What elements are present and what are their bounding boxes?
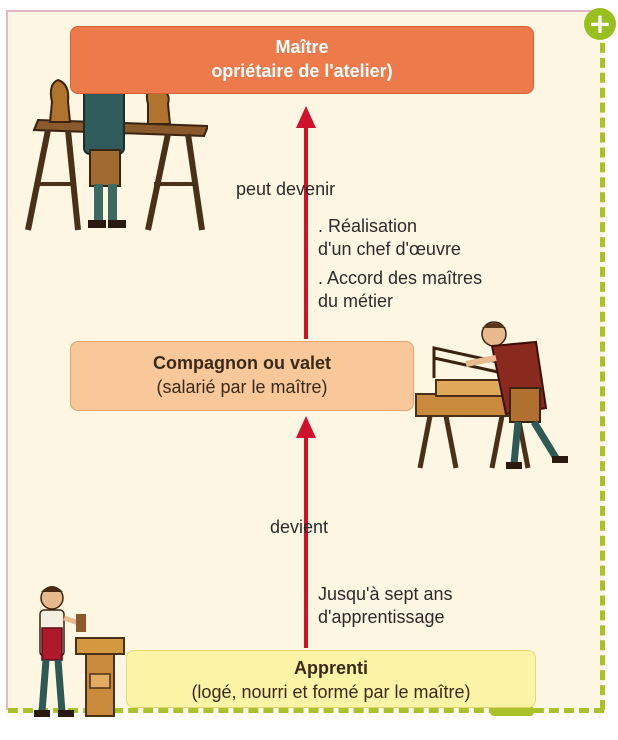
- apprentice-title: Apprenti: [294, 658, 368, 678]
- frame-dashed-border-right: [600, 28, 605, 710]
- master-subtitle: opriétaire de l'atelier): [211, 61, 393, 81]
- condition-line: . Accord des maîtres: [318, 268, 483, 288]
- plus-icon[interactable]: +: [584, 8, 616, 40]
- upper-arrow-conditions: . Réalisation d'un chef d'œuvre . Accord…: [318, 215, 482, 313]
- condition-line: . Réalisation: [318, 216, 418, 236]
- master-title: Maître: [275, 37, 329, 57]
- journeyman-box: Compagnon ou valet (salarié par le maîtr…: [70, 341, 414, 411]
- frame-dash-accent: [490, 706, 534, 716]
- condition-line: d'apprentissage: [318, 607, 445, 627]
- master-box: Maître opriétaire de l'atelier): [70, 26, 534, 94]
- journeyman-title: Compagnon ou valet: [152, 353, 331, 373]
- journeyman-subtitle: (salarié par le maître): [156, 377, 328, 397]
- condition-line: Jusqu'à sept ans: [318, 584, 453, 604]
- journeyman-illustration: [415, 321, 568, 469]
- apprentice-box: Apprenti (logé, nourri et formé par le m…: [126, 650, 536, 708]
- condition-line: du métier: [318, 291, 394, 311]
- lower-arrow-label: devient: [270, 517, 329, 537]
- apprentice-illustration: [34, 586, 125, 717]
- frame-dashed-border-bottom: [8, 708, 604, 713]
- apprentice-subtitle: (logé, nourri et formé par le maître): [191, 682, 471, 702]
- condition-line: d'un chef d'œuvre: [318, 239, 461, 259]
- upper-arrow-label: peut devenir: [236, 179, 336, 199]
- upper-arrow: [296, 106, 316, 339]
- lower-arrow-conditions: Jusqu'à sept ans d'apprentissage: [318, 583, 453, 629]
- lower-arrow: [296, 416, 316, 648]
